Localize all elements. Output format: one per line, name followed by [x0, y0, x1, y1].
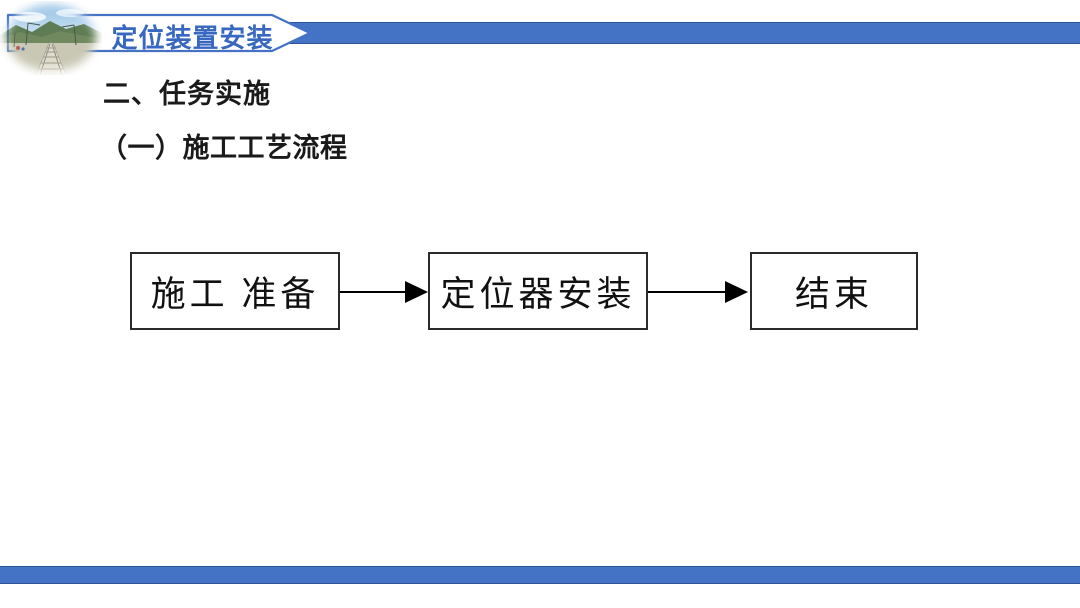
flow-arrow-line [340, 291, 407, 293]
banner-title: 定位装置安装 [111, 23, 274, 53]
flow-arrow-line [648, 291, 727, 293]
flow-node-locator-install: 定位器安装 [428, 252, 648, 330]
flow-node-construction-prep: 施工 准备 [130, 252, 340, 330]
subsection-heading: （一）施工工艺流程 [100, 133, 348, 163]
header-accent-bar [283, 22, 1080, 44]
flow-node-label: 结束 [794, 274, 873, 314]
flow-arrow-head-icon [405, 281, 428, 303]
railway-photo-icon [0, 1, 102, 75]
flow-node-end: 结束 [750, 252, 918, 330]
flow-node-label: 施工 准备 [150, 274, 320, 314]
footer-accent-bar [0, 566, 1080, 584]
flow-arrow-head-icon [725, 281, 748, 303]
flow-node-label: 定位器安装 [440, 274, 636, 314]
section-heading: 二、任务实施 [103, 79, 271, 109]
